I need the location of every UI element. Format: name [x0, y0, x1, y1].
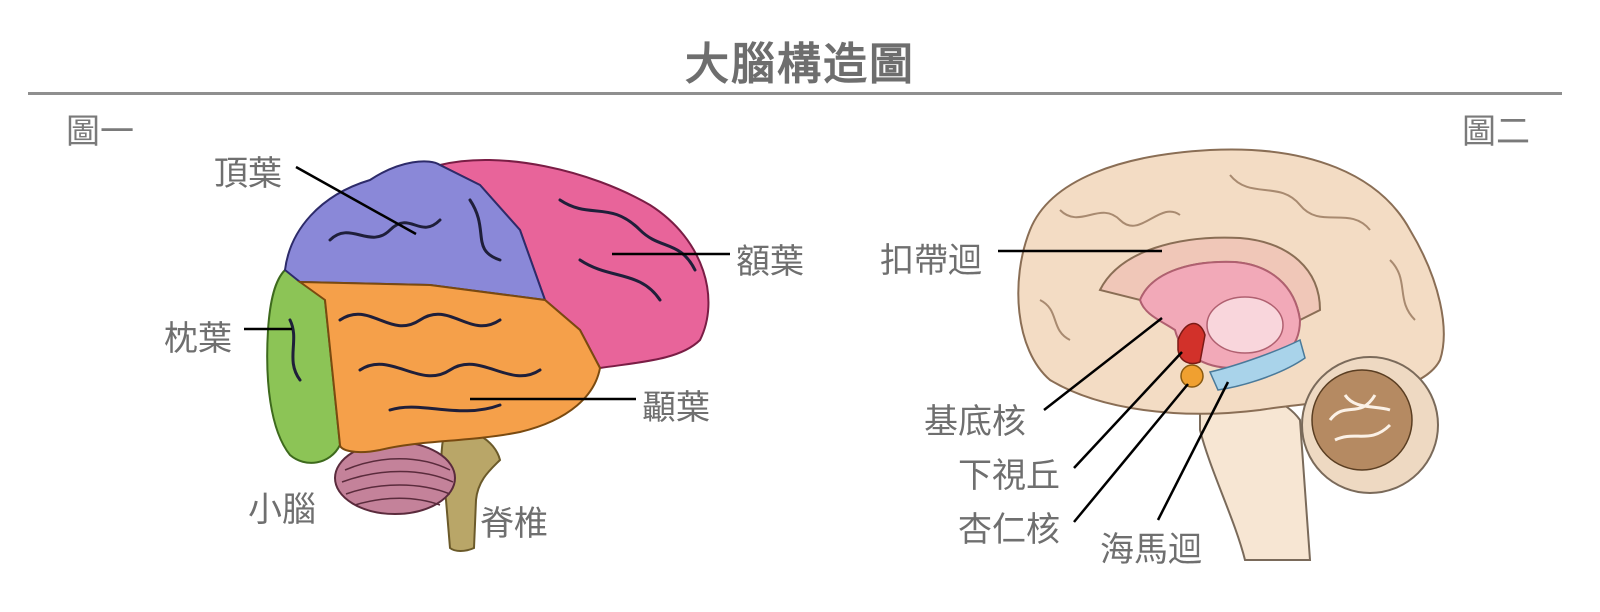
cerebellum-arbor-shape: [1311, 369, 1413, 471]
frontal-label: 額葉: [736, 242, 804, 282]
amygdala-leader: [1073, 383, 1189, 523]
spine-label: 脊椎: [480, 504, 548, 544]
cerebellum-label: 小腦: [248, 490, 316, 530]
page-title: 大腦構造圖: [685, 39, 915, 90]
hypothalamus-shape: [1177, 322, 1206, 365]
hippocampus-leader: [1156, 381, 1230, 521]
brain-gyri: [288, 198, 697, 413]
figure1-brain: [266, 159, 710, 552]
hippocampus-label: 海馬迴: [1100, 530, 1202, 570]
occipital-label: 枕葉: [164, 319, 232, 359]
figure2-leader-lines: [998, 249, 1230, 523]
hypothalamus-leader: [1073, 351, 1183, 469]
figure2-brain: [1017, 148, 1445, 561]
basal-ganglia-leader: [1043, 317, 1163, 411]
figure2-label: 圖二: [1462, 112, 1530, 152]
cingulate-label: 扣帶迴: [880, 241, 982, 281]
temporal-lobe-shape: [296, 280, 602, 454]
hippocampus-shape: [1208, 338, 1306, 391]
title-divider: [28, 92, 1562, 95]
figure1-label: 圖一: [66, 112, 134, 152]
amygdala-label: 杏仁核: [958, 510, 1060, 550]
arbor-vitae: [1328, 394, 1392, 442]
parietal-leader: [295, 165, 417, 236]
hypothalamus-label: 下視丘: [958, 456, 1060, 496]
amygdala-shape: [1180, 364, 1204, 388]
basal-ganglia-label: 基底核: [924, 402, 1026, 442]
cerebellum-folds: [341, 458, 454, 506]
figure1-leader-lines: [244, 165, 730, 401]
cerebrum-gyri: [1039, 174, 1416, 341]
thalamus-shape: [1206, 296, 1284, 354]
frontal-lobe-shape: [437, 159, 710, 370]
temporal-label: 顳葉: [642, 388, 710, 428]
parietal-label: 頂葉: [214, 154, 282, 194]
